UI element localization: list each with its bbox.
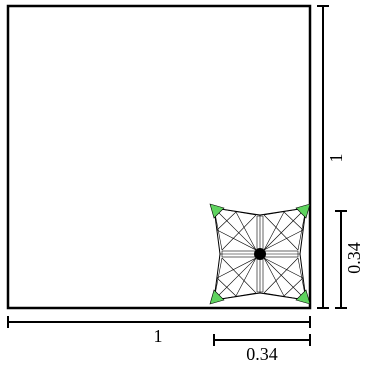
corner-marker-bottom-left [209, 289, 225, 305]
corner-marker-top-right [295, 203, 311, 219]
outer-width-label: 1 [154, 326, 163, 346]
outer-height-label: 1 [326, 154, 346, 163]
corner-height-label: 0.34 [344, 242, 364, 274]
bottom-dimension-full [7, 316, 311, 328]
right-dimension-full [317, 5, 329, 309]
corner-marker-top-left [209, 203, 225, 219]
corner-markers [209, 203, 311, 305]
bottom-dimension-corner [213, 334, 311, 346]
right-dimension-corner [335, 210, 347, 309]
outer-square [6, 4, 312, 310]
center-dot [254, 248, 266, 260]
corner-block [209, 203, 311, 305]
corner-width-label: 0.34 [246, 344, 278, 364]
crease-lines [213, 207, 307, 301]
corner-marker-bottom-right [295, 289, 311, 305]
